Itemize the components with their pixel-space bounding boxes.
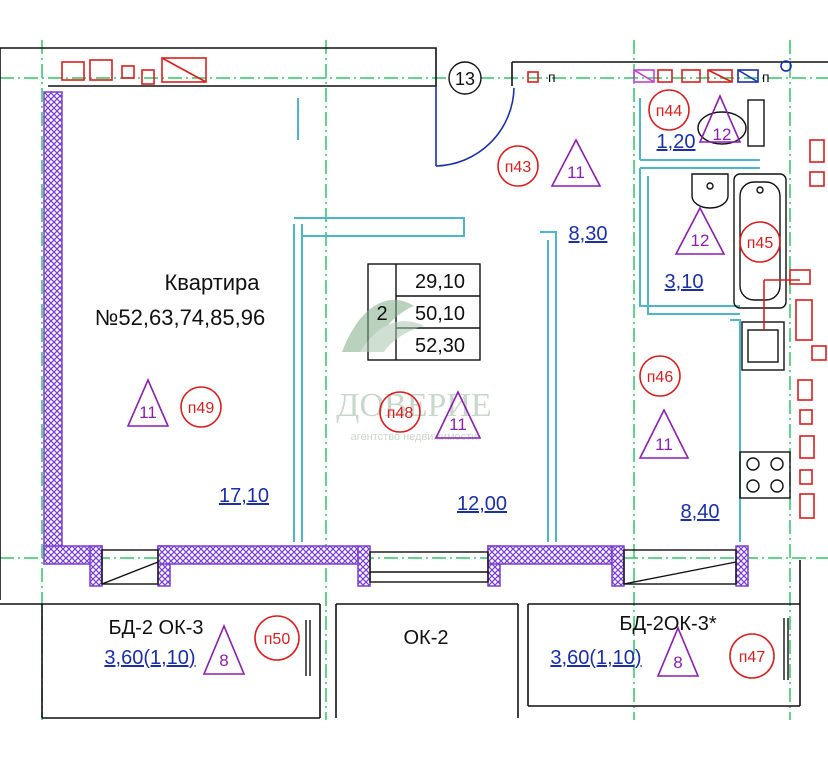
balcony-right-area: 3,60(1,10) xyxy=(550,647,641,669)
room-area-p46: 8,40 xyxy=(681,501,720,523)
small-mark-2: п xyxy=(762,69,770,85)
watermark-brand: ДОВЕРИЕ xyxy=(336,387,491,424)
room-area-p44: 1,20 xyxy=(657,131,696,153)
room-tag-p48: п48 xyxy=(387,405,414,422)
watermark-subtitle: агентство недвижимости xyxy=(351,431,478,443)
area-table-value-1: 29,10 xyxy=(415,271,465,293)
balcony-left-code: БД-2 ОК-3 xyxy=(109,617,204,639)
room-class-p43: 11 xyxy=(567,163,585,182)
small-mark-1: п xyxy=(548,69,556,85)
windows xyxy=(101,549,737,585)
balcony-right-tag: п47 xyxy=(739,649,766,666)
balcony-left-tag: п50 xyxy=(264,631,291,648)
balcony-left-class: 8 xyxy=(219,651,228,670)
area-table-value-2: 50,10 xyxy=(415,303,465,325)
area-table-value-3: 52,30 xyxy=(415,335,465,357)
entry-door xyxy=(435,86,515,167)
room-class-p45: 12 xyxy=(691,231,710,250)
outer-walls xyxy=(0,47,828,719)
room-class-p46: 11 xyxy=(655,435,673,454)
room-tag-p43: п43 xyxy=(505,159,532,176)
room-class-p44: 12 xyxy=(713,125,732,144)
axis-marker-label: 13 xyxy=(455,69,475,89)
area-table-rooms: 2 xyxy=(376,303,387,325)
room-tag-p46: п46 xyxy=(647,369,674,386)
purple-symbols xyxy=(633,69,655,83)
room-tag-p49: п49 xyxy=(188,400,215,417)
room-area-p49: 17,10 xyxy=(219,485,269,507)
balcony-rails xyxy=(305,618,789,680)
axis-marker-circle xyxy=(448,61,482,95)
room-class-p49: 11 xyxy=(139,403,157,422)
room-class-p48: 11 xyxy=(449,415,467,434)
apartment-title: Квартира xyxy=(164,270,260,295)
room-area-p45: 3,10 xyxy=(665,271,704,293)
room-tag-p45: п45 xyxy=(747,235,774,252)
room-area-p48: 12,00 xyxy=(457,493,507,515)
room-tag-circles xyxy=(180,89,781,679)
hatched-walls xyxy=(43,91,749,587)
watermark: ДОВЕРИЕ агентство недвижимости xyxy=(336,299,492,443)
guide-lines xyxy=(0,40,828,720)
window-code-label: ОК-2 xyxy=(404,627,449,649)
partitions xyxy=(293,98,760,542)
balcony-right-code: БД-2ОК-3* xyxy=(619,613,716,635)
utility-symbols xyxy=(61,57,827,519)
apartment-numbers: №52,63,74,85,96 xyxy=(95,305,265,330)
room-tag-p44: п44 xyxy=(656,103,683,120)
balcony-left-area: 3,60(1,10) xyxy=(104,647,195,669)
room-triangles xyxy=(126,93,742,677)
room-area-p43: 8,30 xyxy=(569,223,608,245)
blue-symbols xyxy=(737,60,792,83)
balcony-right-class: 8 xyxy=(673,653,682,672)
